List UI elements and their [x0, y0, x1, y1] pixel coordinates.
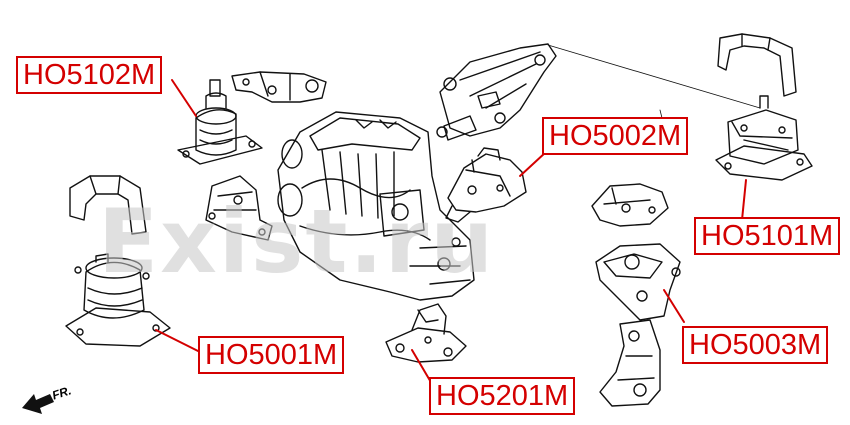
leader-ho5201m: [411, 349, 433, 385]
label-ho5102m[interactable]: HO5102M: [16, 56, 163, 94]
engine-block-illustration: [277, 111, 475, 301]
label-ho5002m[interactable]: HO5002M: [542, 117, 689, 155]
side-bracket-illustration: [205, 175, 273, 241]
mount-ho5102m-illustration: [177, 71, 327, 165]
watermark: Exist.ru: [98, 190, 495, 293]
leader-ho5102m: [171, 79, 197, 117]
leader-ho5101m: [741, 179, 747, 221]
leader-lines: [155, 79, 747, 385]
label-ho5001m[interactable]: HO5001M: [198, 336, 345, 374]
label-ho5201m[interactable]: HO5201M: [429, 377, 576, 415]
mount-ho5002m-illustration: [445, 147, 527, 223]
upper-bracket-illustration: [436, 43, 557, 141]
mount-ho5201m-illustration: [385, 303, 467, 363]
mount-ho5003m-illustration: [591, 183, 681, 407]
mount-ho5101m-illustration: [715, 33, 813, 181]
label-ho5101m[interactable]: HO5101M: [694, 217, 841, 255]
mount-ho5001m-illustration: [65, 175, 171, 347]
label-ho5003m[interactable]: HO5003M: [682, 326, 829, 364]
reference-line: [547, 44, 761, 109]
leader-ho5002m: [519, 151, 547, 177]
front-direction-arrow-icon: [22, 394, 54, 414]
leader-ho5003m: [663, 289, 685, 323]
leader-ho5001m: [155, 329, 201, 353]
